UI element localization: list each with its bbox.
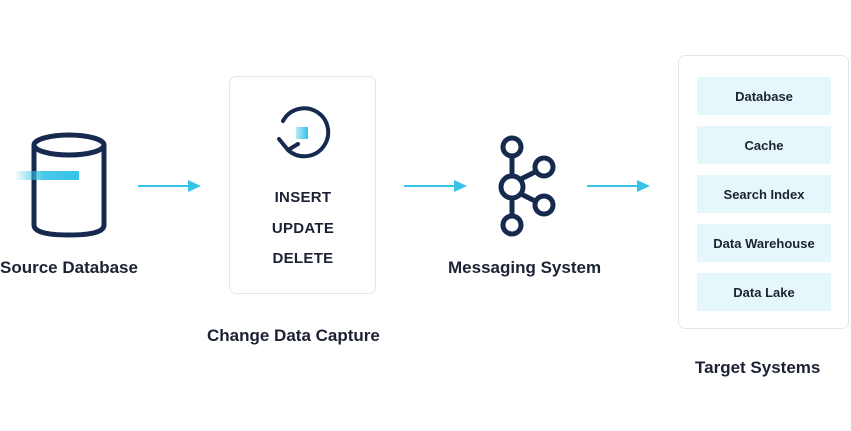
source-database-label: Source Database bbox=[0, 258, 138, 277]
refresh-icon bbox=[277, 106, 331, 159]
target-item-data-warehouse: Data Warehouse bbox=[697, 224, 831, 262]
target-systems-card: Database Cache Search Index Data Warehou… bbox=[678, 55, 849, 329]
target-item-search-index: Search Index bbox=[697, 175, 831, 213]
messaging-system-label: Messaging System bbox=[448, 258, 602, 277]
target-item-database: Database bbox=[697, 77, 831, 115]
operation-delete: DELETE bbox=[272, 250, 334, 267]
change-data-capture-card: INSERT UPDATE DELETE bbox=[229, 76, 376, 294]
change-data-capture-label: Change Data Capture bbox=[207, 326, 380, 345]
target-systems-label: Target Systems bbox=[695, 358, 821, 377]
target-item-data-lake: Data Lake bbox=[697, 273, 831, 311]
operation-update: UPDATE bbox=[271, 220, 335, 237]
database-icon bbox=[14, 132, 107, 238]
kafka-icon bbox=[498, 135, 556, 237]
arrow-icon bbox=[138, 180, 201, 192]
arrow-icon bbox=[587, 180, 650, 192]
operation-insert: INSERT bbox=[274, 189, 332, 206]
arrow-icon bbox=[404, 180, 467, 192]
target-item-cache: Cache bbox=[697, 126, 831, 164]
